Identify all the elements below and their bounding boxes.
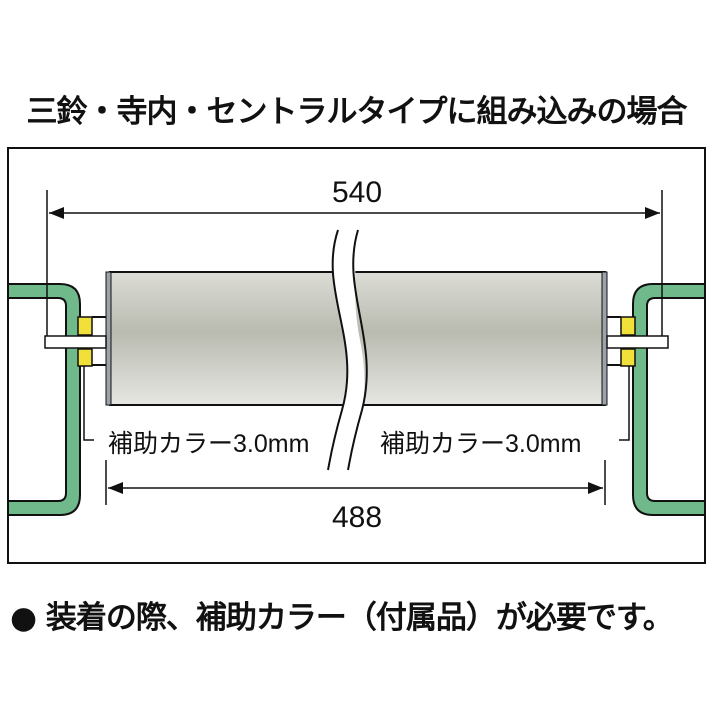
dimension-label-488: 488 (332, 501, 382, 534)
shaft-right (606, 335, 669, 349)
collar-right-top (620, 316, 636, 336)
collar-label-left: 補助カラー3.0mm (108, 430, 309, 458)
break-mark (330, 230, 365, 470)
diagram-title: 三鈴・寺内・セントラルタイプに組み込みの場合 (26, 94, 688, 130)
left-frame-channel (7, 283, 81, 516)
collar-right-bottom (620, 348, 636, 367)
collar-left-top (77, 316, 93, 336)
shaft-left (44, 335, 107, 349)
collar-label-right: 補助カラー3.0mm (380, 430, 581, 458)
installation-note: ● 装着の際、補助カラー（付属品）が必要です。 (10, 600, 674, 636)
dimension-label-540: 540 (332, 176, 382, 209)
outer-frame (7, 147, 706, 564)
collar-left-bottom (77, 348, 93, 367)
right-frame-channel (632, 283, 706, 516)
